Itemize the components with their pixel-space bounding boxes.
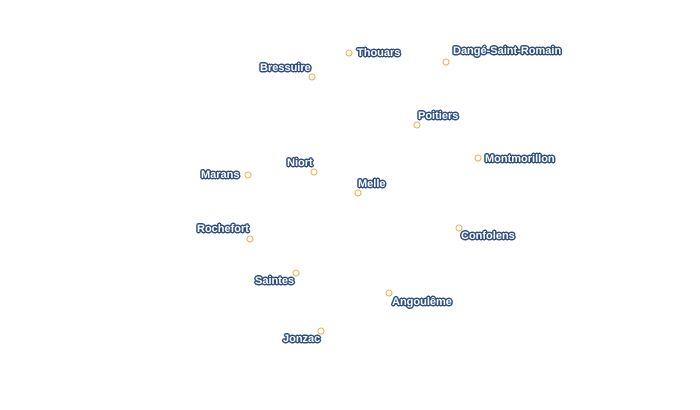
city-marker-confolens[interactable] <box>455 224 463 232</box>
city-label-confolens: Confolens <box>461 230 515 242</box>
city-label-marans: Marans <box>201 169 240 181</box>
city-marker-angouleme[interactable] <box>385 289 393 297</box>
city-label-saintes: Saintes <box>255 275 295 287</box>
city-marker-niort[interactable] <box>310 168 318 176</box>
city-label-montmorillon: Montmorillon <box>485 153 555 165</box>
city-label-rochefort: Rochefort <box>197 223 249 235</box>
city-label-dange-saint-romain: Dangé-Saint-Romain <box>453 45 562 57</box>
city-label-jonzac: Jonzac <box>283 333 321 345</box>
city-marker-poitiers[interactable] <box>413 121 421 129</box>
city-marker-jonzac[interactable] <box>317 327 325 335</box>
city-label-melle: Melle <box>358 178 386 190</box>
city-label-angouleme: Angoulême <box>392 296 452 308</box>
city-label-bressuire: Bressuire <box>260 62 311 74</box>
city-marker-thouars[interactable] <box>345 49 353 57</box>
city-marker-melle[interactable] <box>354 189 362 197</box>
city-marker-montmorillon[interactable] <box>474 154 482 162</box>
city-marker-bressuire[interactable] <box>308 73 316 81</box>
city-label-poitiers: Poitiers <box>418 110 459 122</box>
city-marker-marans[interactable] <box>244 171 252 179</box>
city-marker-saintes[interactable] <box>292 269 300 277</box>
city-marker-dange-saint-romain[interactable] <box>442 58 450 66</box>
city-label-thouars: Thouars <box>357 47 401 59</box>
city-marker-rochefort[interactable] <box>246 235 254 243</box>
city-label-niort: Niort <box>287 157 313 169</box>
